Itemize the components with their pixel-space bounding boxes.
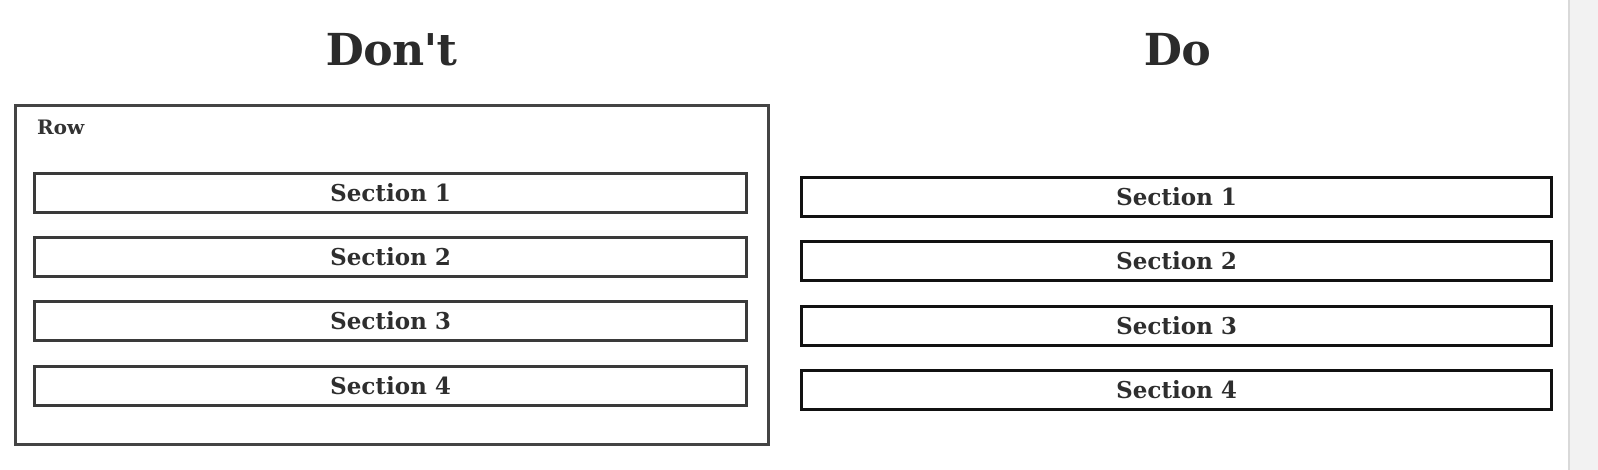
do-section-4: Section 4 — [800, 369, 1553, 411]
dont-title: Don't — [325, 25, 457, 76]
do-section-3: Section 3 — [800, 305, 1553, 347]
dont-section-3: Section 3 — [33, 300, 748, 342]
do-section-1: Section 1 — [800, 176, 1553, 218]
row-label: Row — [37, 115, 85, 139]
dont-section-2: Section 2 — [33, 236, 748, 278]
dont-section-1: Section 1 — [33, 172, 748, 214]
scrollbar-divider — [1568, 0, 1570, 470]
scrollbar-track[interactable] — [1568, 0, 1598, 470]
dont-section-4: Section 4 — [33, 365, 748, 407]
dont-row-container: Row — [14, 104, 770, 446]
do-section-2: Section 2 — [800, 240, 1553, 282]
do-title: Do — [1143, 25, 1211, 76]
